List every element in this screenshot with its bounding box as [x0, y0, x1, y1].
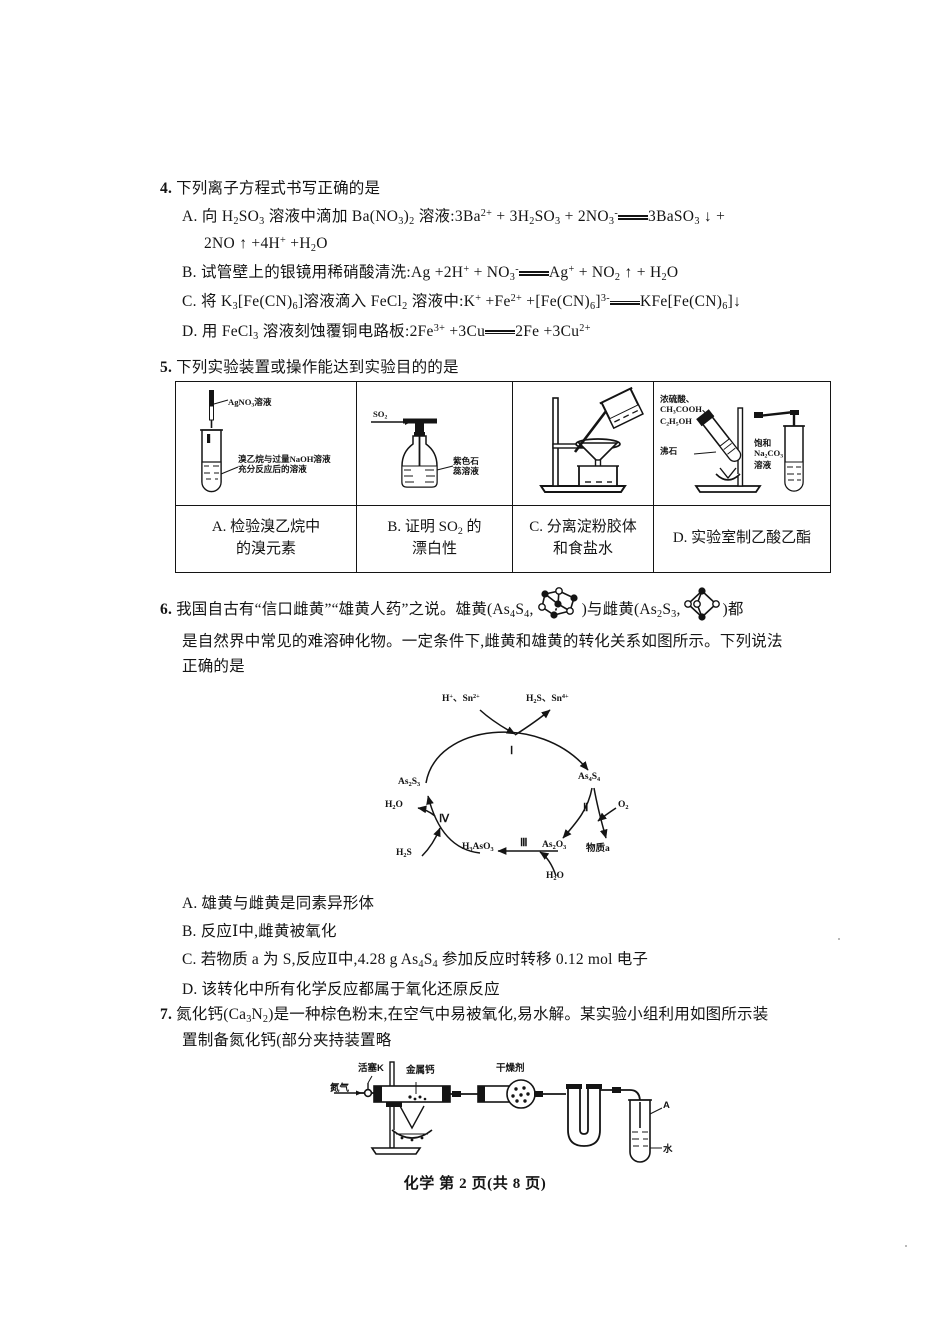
q5-caption-d-line1: D. 实验室制乙酸乙酯 — [672, 530, 812, 547]
label-h2s-sn4: H2S、Sn4+ — [526, 693, 569, 705]
question-6: 6. 我国自古有“信口雌黄”“雄黄人药”之说。雄黄(As4S4, )与雌黄(As… — [160, 587, 860, 679]
q6-number: 6. — [160, 601, 173, 618]
label-h3aso3: H3AsO3 — [462, 842, 494, 853]
q5-apparatus-table: AgNO3溶液 溴乙烷与过量NaOH溶液充分反应后的溶液 — [175, 381, 831, 573]
q7-stem-line1: 7. 氮化钙(Ca3N2)是一种棕色粉末,在空气中易被氧化,易水解。某实验小组利… — [160, 1002, 860, 1028]
q5-caption-a-line1: A. 检验溴乙烷中 — [211, 519, 321, 536]
question-4: 4. 下列离子方程式书写正确的是 A. 向 H2SO3 溶液中滴加 Ba(NO3… — [160, 176, 860, 345]
q4-option-b: B. 试管壁上的银镜用稀硝酸清洗:Ag +2H+ + NO3-Ag+ + NO2… — [182, 263, 679, 283]
q5-caption-d: D. 实验室制乙酸乙酯 — [653, 505, 831, 573]
q5-figure-b: SO2 紫色石蕊溶液 — [356, 381, 513, 506]
label-h-sn2: H+、Sn2+ — [442, 693, 480, 704]
q6-stem-text-1: 我国自古有“信口雌黄”“雄黄人药”之说。雄黄(As4S4, — [176, 601, 534, 620]
table-row-captions: A. 检验溴乙烷中 的溴元素 B. 证明 SO2 的 漂白性 C. 分离淀粉胶体… — [175, 505, 831, 573]
q5-stem-text: 下列实验装置或操作能达到实验目的的是 — [176, 359, 459, 376]
table-row-figures: AgNO3溶液 溴乙烷与过量NaOH溶液充分反应后的溶液 — [175, 381, 831, 506]
svg-text:Ⅳ: Ⅳ — [439, 813, 450, 825]
label-tube-a: A — [663, 1100, 670, 1111]
q4-stem-text: 下列离子方程式书写正确的是 — [176, 180, 381, 197]
label-as4s4-node: As4S4 — [578, 772, 601, 783]
q6-stem-line2: 是自然界中常见的难溶砷化物。一定条件下,雌黄和雄黄的转化关系如图所示。下列说法 — [182, 633, 783, 651]
label-boiling-stone: 沸石 — [660, 446, 678, 456]
q5-caption-b-line1: B. 证明 SO2 的 — [387, 519, 482, 537]
q6-options: A. 雄黄与雌黄是同素异形体 B. 反应Ⅰ中,雌黄被氧化 C. 若物质 a 为 … — [182, 888, 882, 1002]
q5-figure-c — [512, 381, 654, 506]
nitride-apparatus-svg — [334, 1061, 663, 1163]
label-as2o3: As2O3 — [542, 840, 567, 851]
label-agno3-solution: AgNO3溶液 — [228, 397, 272, 409]
q5-caption-a: A. 检验溴乙烷中 的溴元素 — [175, 505, 357, 573]
bromoethane-test-diagram — [200, 390, 239, 493]
label-reagents-d: 浓硫酸、CH3COOH、C2H5OH — [660, 394, 711, 428]
q6-option-d: D. 该转化中所有化学反应都属于氧化还原反应 — [182, 980, 500, 998]
label-as2s3-node: As2S3 — [398, 777, 421, 788]
q5-stem: 5. 下列实验装置或操作能达到实验目的的是 — [160, 355, 860, 380]
q4-number: 4. — [160, 180, 173, 197]
page-footer: 化学 第 2 页(共 8 页) — [403, 1176, 547, 1192]
label-stopcock-k: 活塞K — [358, 1063, 384, 1074]
svg-text:Ⅲ: Ⅲ — [520, 837, 528, 849]
q5-caption-c-line2: 和食盐水 — [552, 541, 613, 557]
q5-number: 5. — [160, 359, 173, 376]
q6-option-b: B. 反应Ⅰ中,雌黄被氧化 — [182, 923, 337, 941]
q4-option-a-cont: 2NO ↑ +4H+ +H2O — [204, 234, 328, 254]
orpiment-molecule-icon — [681, 587, 723, 629]
q7-apparatus-diagram: 氮气 活塞K 金属钙 干燥剂 A 水 — [330, 1056, 682, 1164]
svg-text:Ⅱ: Ⅱ — [583, 802, 588, 814]
label-o2: O2 — [618, 800, 629, 811]
svg-text:Ⅰ: Ⅰ — [510, 745, 513, 757]
q6-stem-text-2: )与雌黄(As2S3, — [581, 601, 681, 620]
scan-speck — [838, 938, 840, 940]
label-metal-calcium: 金属钙 — [406, 1065, 435, 1076]
q6-option-c: C. 若物质 a 为 S,反应Ⅱ中,4.28 g As4S4 参加反应时转移 0… — [182, 951, 649, 971]
q7-stem-line2: 置制备氮化钙(部分夹持装置略 — [182, 1032, 392, 1050]
label-h2o-left: H2O — [385, 800, 403, 811]
q5-caption-b-line2: 漂白性 — [411, 541, 457, 558]
realgar-molecule-icon — [534, 587, 582, 629]
label-h2o-bottom: H2O — [546, 871, 564, 882]
q6-stem-line3: 正确的是 — [182, 658, 245, 676]
q7-number: 7. — [160, 1006, 173, 1023]
q4-option-a: A. 向 H2SO3 溶液中滴加 Ba(NO3)2 溶液:3Ba2+ + 3H2… — [182, 208, 726, 227]
q5-caption-a-line2: 的溴元素 — [235, 541, 296, 557]
label-substance-a: 物质a — [586, 844, 610, 854]
label-h2s-left: H2S — [396, 848, 412, 859]
q5-caption-c: C. 分离淀粉胶体 和食盐水 — [512, 505, 654, 573]
q4-stem: 4. 下列离子方程式书写正确的是 — [160, 176, 860, 201]
q5-caption-c-line1: C. 分离淀粉胶体 — [529, 519, 637, 536]
label-purple-litmus: 紫色石蕊溶液 — [453, 456, 479, 477]
scan-speck — [905, 1245, 907, 1247]
q6-stem-text-3: )都 — [722, 601, 744, 618]
label-bromoethane-naoh: 溴乙烷与过量NaOH溶液充分反应后的溶液 — [238, 454, 331, 475]
question-7: 7. 氮化钙(Ca3N2)是一种棕色粉末,在空气中易被氧化,易水解。某实验小组利… — [160, 1002, 860, 1054]
filtration-setup-diagram — [539, 386, 644, 493]
question-5: 5. 下列实验装置或操作能达到实验目的的是 — [160, 355, 860, 380]
so2-bleaching-diagram — [371, 418, 454, 488]
label-nitrogen-gas: 氮气 — [330, 1083, 350, 1094]
ethyl-acetate-setup-diagram — [693, 407, 805, 493]
label-desiccant: 干燥剂 — [496, 1063, 525, 1074]
q5-figure-a: AgNO3溶液 溴乙烷与过量NaOH溶液充分反应后的溶液 — [175, 381, 357, 506]
q4-option-c: C. 将 K3[Fe(CN)6]溶液滴入 FeCl2 溶液中:K+ +Fe2+ … — [182, 293, 742, 313]
q6-option-a: A. 雄黄与雌黄是同素异形体 — [182, 895, 375, 912]
q6-transformation-cycle-diagram: Ⅰ Ⅱ Ⅲ Ⅳ H+、Sn2+ H2S、Sn4+ As2S3 As4S4 O2 … — [380, 688, 660, 888]
label-water: 水 — [663, 1144, 673, 1155]
q6-stem-line1: 6. 我国自古有“信口雌黄”“雄黄人药”之说。雄黄(As4S4, )与雌黄(As… — [160, 587, 860, 629]
label-so2: SO2 — [373, 409, 388, 421]
q5-caption-b: B. 证明 SO2 的 漂白性 — [356, 505, 513, 573]
q7-stem-text-1: 氮化钙(Ca3N2)是一种棕色粉末,在空气中易被氧化,易水解。某实验小组利用如图… — [176, 1006, 769, 1025]
cycle-svg: Ⅰ Ⅱ Ⅲ Ⅳ — [417, 709, 617, 877]
